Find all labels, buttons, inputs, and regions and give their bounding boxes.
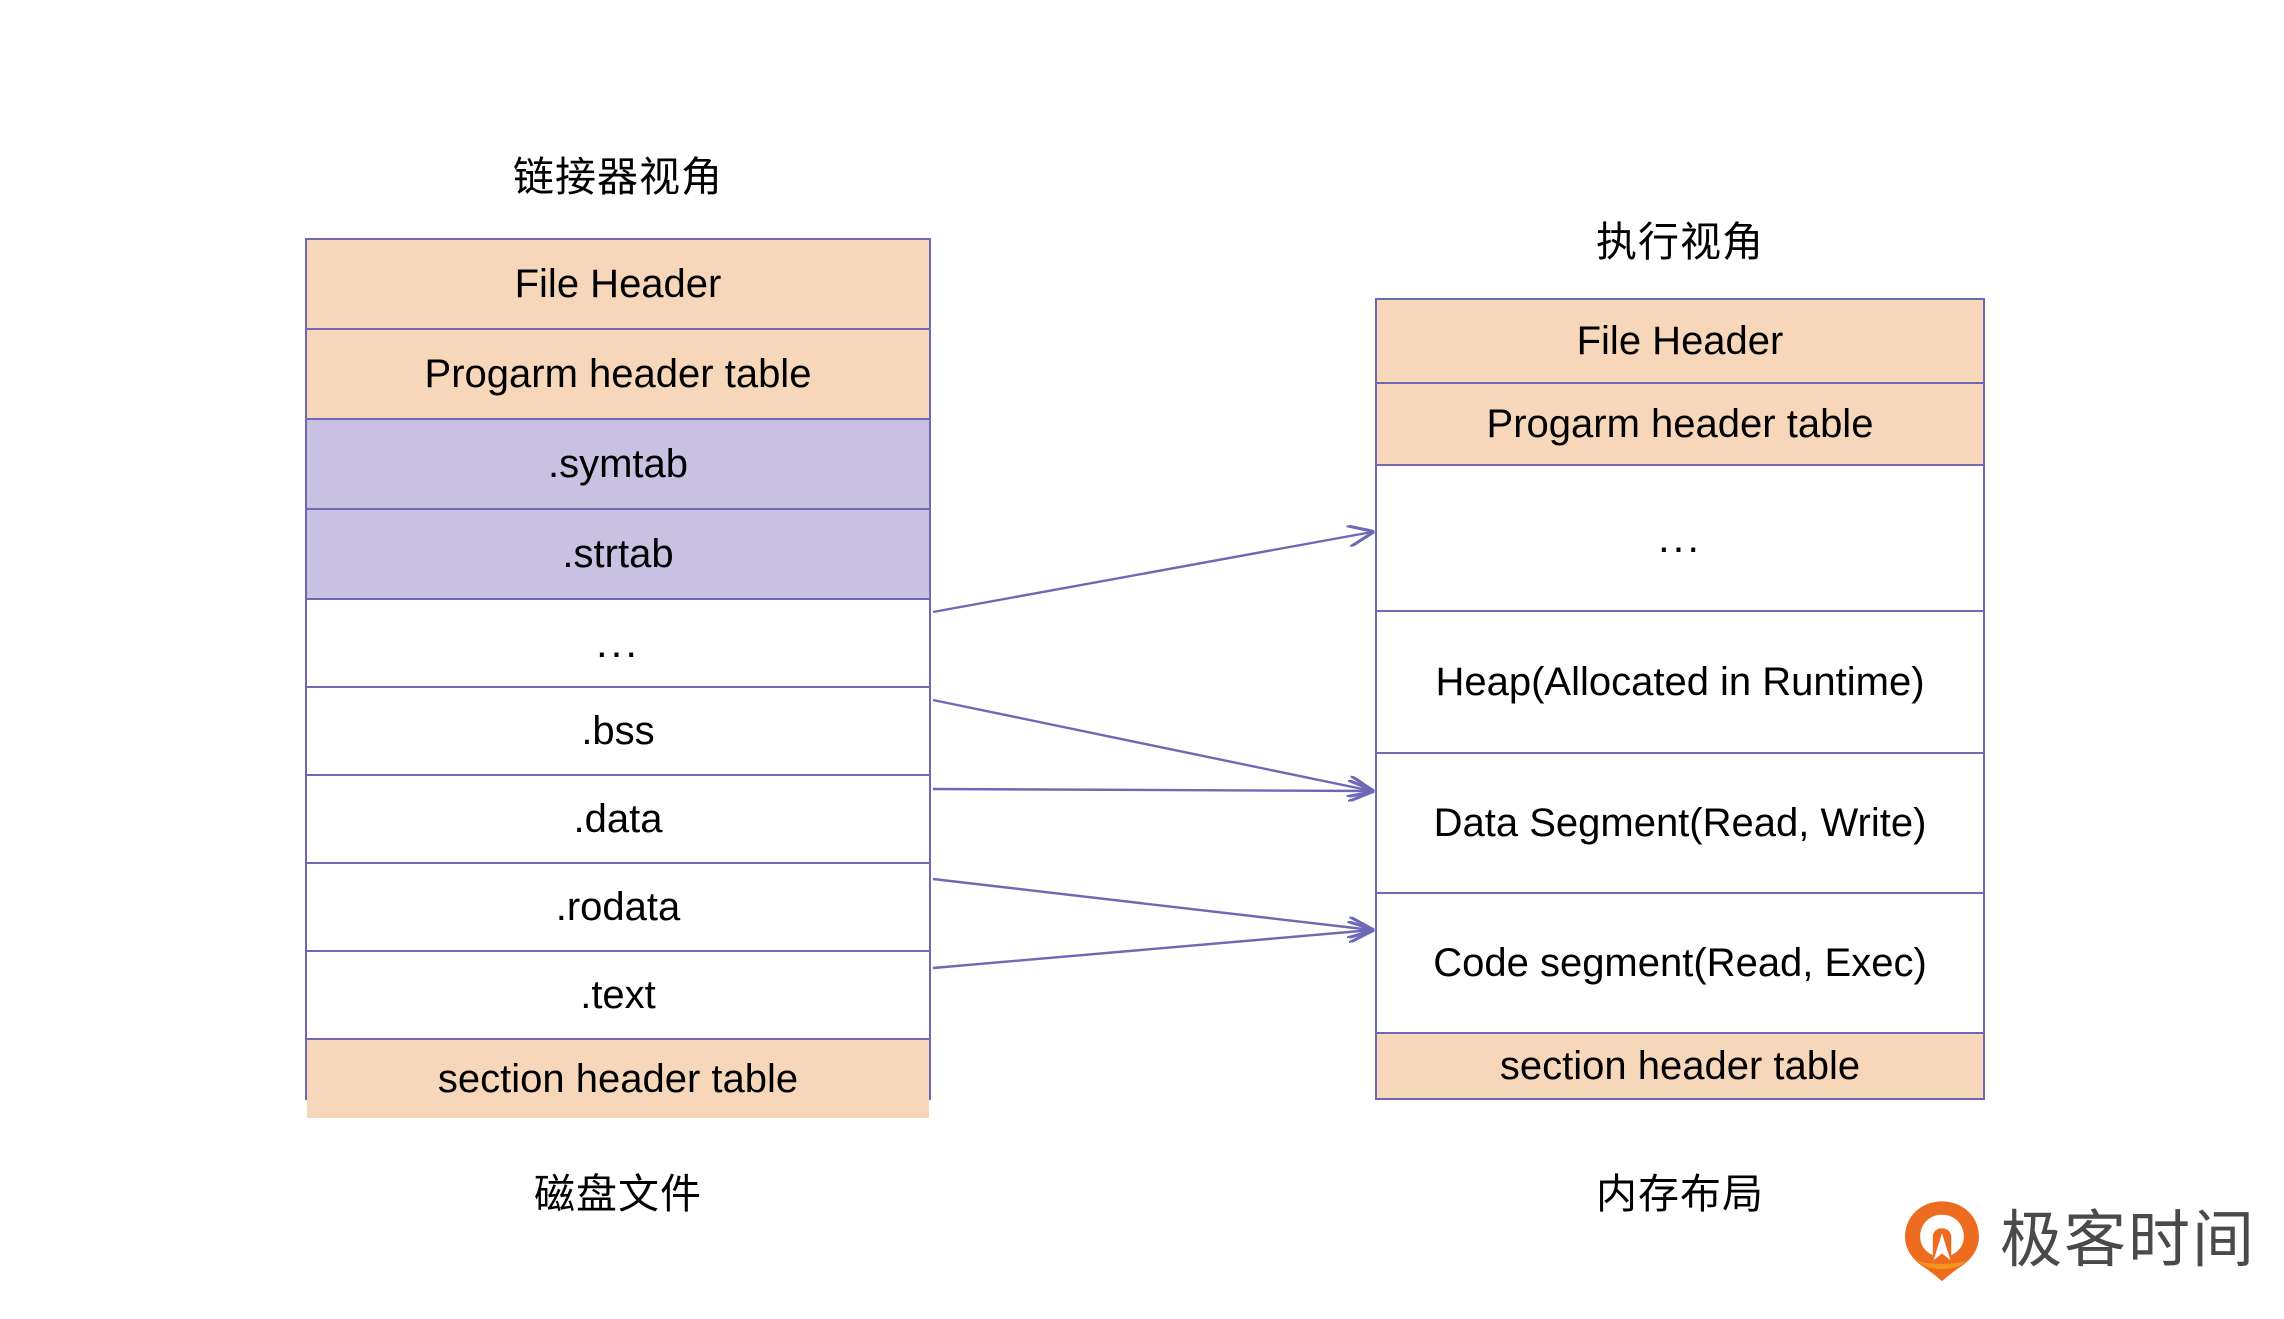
arrow-text-to-code-segment	[932, 930, 1372, 970]
exec-row-section-header-table: section header table	[1377, 1034, 1983, 1098]
linker-view-title: 链接器视角	[513, 154, 723, 200]
geek-time-logo-icon	[1905, 1201, 1979, 1282]
linker-view-table: File Header Progarm header table .symtab…	[305, 238, 931, 1118]
disk-file-caption: 磁盘文件	[534, 1171, 702, 1217]
arrow-data-to-data-segment	[932, 789, 1372, 791]
linker-row-section-header-table: section header table	[307, 1040, 929, 1118]
linker-row-strtab: .strtab	[307, 510, 929, 600]
linker-row-ellipsis: ...	[307, 600, 929, 688]
linker-row-symtab: .symtab	[307, 420, 929, 510]
exec-row-code-segment: Code segment(Read, Exec)	[1377, 894, 1983, 1034]
linker-row-text: .text	[307, 952, 929, 1040]
exec-row-file-header: File Header	[1377, 300, 1983, 384]
brand-logo: 极客时间	[1900, 1192, 2254, 1288]
arrow-rodata-to-code-segment	[932, 877, 1372, 930]
linker-row-bss: .bss	[307, 688, 929, 776]
linker-row-file-header: File Header	[307, 240, 929, 330]
linker-row-program-header-table: Progarm header table	[307, 330, 929, 420]
brand-wordmark: 极客时间	[2000, 1203, 2257, 1276]
arrow-ellipsis-to-ellipsis	[932, 532, 1372, 614]
exec-row-heap: Heap(Allocated in Runtime)	[1377, 612, 1983, 754]
arrow-bss-to-data-segment	[932, 698, 1372, 791]
execution-view-title: 执行视角	[1596, 219, 1764, 265]
exec-row-program-header-table: Progarm header table	[1377, 384, 1983, 466]
exec-row-ellipsis: ...	[1377, 466, 1983, 612]
exec-row-data-segment: Data Segment(Read, Write)	[1377, 754, 1983, 894]
linker-row-data: .data	[307, 776, 929, 864]
linker-row-rodata: .rodata	[307, 864, 929, 952]
memory-layout-caption: 内存布局	[1596, 1171, 1764, 1217]
execution-view-table: File Header Progarm header table ... Hea…	[1375, 298, 1985, 1100]
